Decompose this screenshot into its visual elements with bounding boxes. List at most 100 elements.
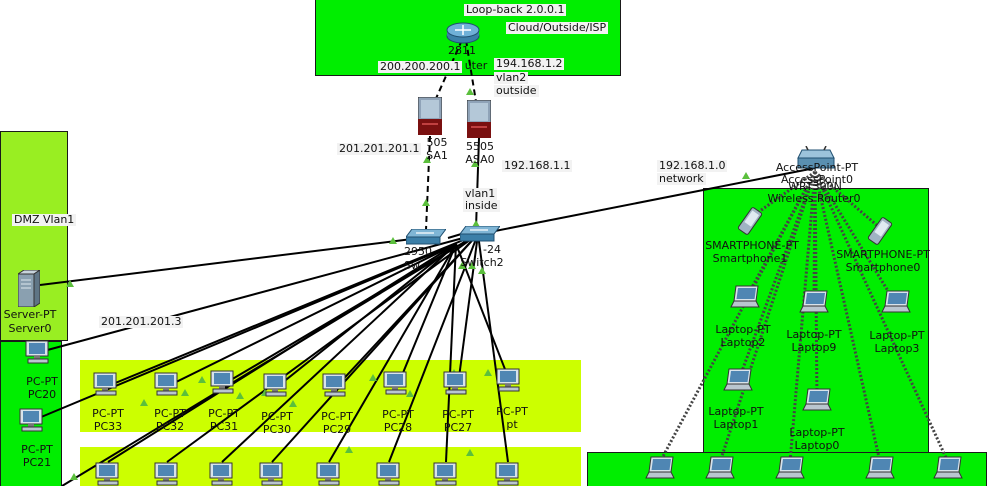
pc-pc29[interactable] [322, 373, 348, 401]
wireless-link-0[interactable] [749, 170, 816, 220]
pc-pc33[interactable] [93, 372, 119, 400]
link-switch-pc-3[interactable] [167, 243, 457, 387]
laptop-laptop0[interactable] [802, 388, 832, 416]
inside-ip-label: 192.168.1.1 [502, 159, 573, 172]
link-switch-pc-16[interactable] [388, 233, 479, 463]
pc-pc27[interactable] [443, 371, 469, 399]
pc-row2-4[interactable] [316, 462, 342, 486]
pc-pt[interactable] [496, 368, 522, 396]
laptop-bottom-2[interactable] [775, 456, 805, 484]
pc-pc28[interactable] [383, 371, 409, 399]
wireless-link-4[interactable] [813, 171, 898, 305]
port-up-15 [198, 376, 206, 383]
pt-type-label: PC-PT [496, 405, 528, 418]
outside-label: outside [494, 84, 539, 97]
pc31-type-label: PC-PT [208, 407, 240, 420]
laptop-icon [881, 290, 911, 313]
pc-icon [322, 373, 346, 397]
wireless-router-icon [797, 145, 835, 169]
laptop2-type-label: Laptop-PT [715, 323, 771, 336]
link-switch2-ap[interactable] [489, 167, 816, 233]
laptop-laptop3[interactable] [881, 290, 911, 318]
wireless-router[interactable] [796, 145, 836, 176]
link-switch-pc-0[interactable] [39, 233, 479, 353]
wireless-link-11[interactable] [813, 171, 950, 463]
port-up-5 [389, 237, 397, 244]
wireless-link-7[interactable] [658, 171, 817, 463]
pc-pc21[interactable] [19, 408, 45, 436]
pc-row2-2[interactable] [209, 462, 235, 486]
pc-pc32[interactable] [154, 372, 180, 400]
firewall-asa0[interactable] [466, 99, 492, 139]
laptop-laptop9[interactable] [799, 290, 829, 318]
dmz-zone-label: DMZ Vlan1 [12, 213, 77, 226]
pc-icon [376, 462, 400, 486]
laptop9-type-label: Laptop-PT [786, 328, 842, 341]
link-switch-pc-13[interactable] [221, 243, 457, 463]
wireless-link-6[interactable] [813, 171, 819, 403]
laptop3-type-label: Laptop-PT [869, 329, 925, 342]
link-asa0-switch2[interactable] [475, 137, 480, 229]
laptop-bottom-3[interactable] [865, 456, 895, 484]
wireless-link-10[interactable] [813, 171, 882, 463]
link-switch-pc-7[interactable] [397, 243, 457, 386]
switch-2950[interactable] [405, 228, 447, 245]
link-asa1-switch1[interactable] [425, 135, 431, 231]
port-up-10 [478, 267, 486, 274]
pc-pc31[interactable] [210, 370, 236, 398]
switch-2960[interactable] [459, 225, 501, 242]
pc-row2-7[interactable] [495, 462, 521, 486]
pc-icon [209, 462, 233, 486]
router-2811[interactable] [446, 22, 480, 44]
pc30-type-label: PC-PT [261, 410, 293, 423]
link-switch-pc-8[interactable] [457, 233, 479, 386]
pc-row2-0[interactable] [95, 462, 121, 486]
pc32-type-label: PC-PT [154, 407, 186, 420]
port-up-18 [236, 392, 244, 399]
router-model-label: 2811 [448, 44, 476, 57]
pc29-type-label: PC-PT [321, 410, 353, 423]
smartphone-1[interactable] [736, 206, 764, 236]
laptop0-type-label: Laptop-PT [789, 426, 845, 439]
laptop-bottom-0[interactable] [645, 456, 675, 484]
pc-icon [93, 372, 117, 396]
pc-pc20[interactable] [25, 340, 51, 368]
firewall-asa1[interactable] [417, 96, 443, 136]
wireless-link-9[interactable] [788, 171, 817, 463]
pc-pc30[interactable] [263, 373, 289, 401]
switch2-name-label: Switch2 [460, 256, 504, 269]
wireless-link-8[interactable] [718, 171, 817, 463]
link-switch1-server0[interactable] [39, 237, 421, 286]
pc-row2-3[interactable] [259, 462, 285, 486]
pc27-type-label: PC-PT [442, 408, 474, 421]
pc33-name-label: PC33 [93, 420, 123, 433]
server-0[interactable] [16, 269, 42, 308]
link-switch-pc-15[interactable] [328, 243, 457, 463]
pc-row2-5[interactable] [376, 462, 402, 486]
pc-row2-6[interactable] [433, 462, 459, 486]
smartphone1-type-label: SMARTPHONE-PT [705, 239, 799, 252]
port-up-11 [458, 262, 466, 269]
link-switch-pc-17[interactable] [445, 243, 457, 463]
laptop-laptop2[interactable] [730, 285, 760, 313]
firewall-icon [417, 96, 443, 136]
server0-name-label: Server0 [8, 322, 52, 335]
laptop-laptop1[interactable] [723, 368, 753, 396]
link-switch-pc-14[interactable] [271, 233, 479, 463]
link-switch-pc-2[interactable] [107, 233, 479, 387]
pc-row2-1[interactable] [154, 462, 180, 486]
pc-icon [210, 370, 234, 394]
laptop-bottom-1[interactable] [705, 456, 735, 484]
wlan-net-label: 192.168.1.0 [657, 159, 728, 172]
pc-icon [495, 462, 519, 486]
pc-icon [259, 462, 283, 486]
laptop-bottom-4[interactable] [933, 456, 963, 484]
laptop1-type-label: Laptop-PT [708, 405, 764, 418]
isp-ip-label: 200.200.200.1 [378, 60, 463, 73]
ap-name-label: AccessPoint0 [781, 173, 853, 186]
smartphone-0[interactable] [866, 216, 894, 246]
link-switch-pc-11[interactable] [107, 243, 457, 463]
pc30-name-label: PC30 [262, 423, 292, 436]
switch1-model-label: 2950 [404, 245, 432, 258]
